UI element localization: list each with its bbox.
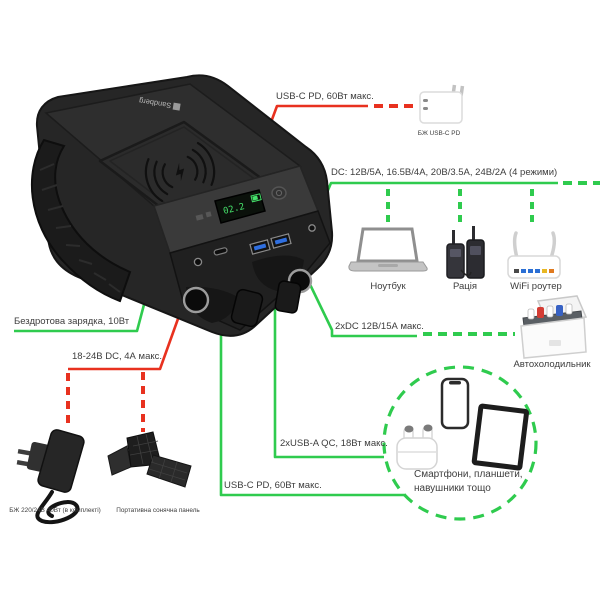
usb-c-port	[213, 247, 228, 256]
power-bank-illustration: Sandberg 02.2	[30, 74, 334, 337]
label-dc-modes: DC: 12В/5А, 16.5В/4А, 20В/3.5А, 24В/2А (…	[331, 167, 558, 178]
label-dc-output: 2xDC 12В/15А макс.	[335, 321, 424, 332]
label-laptop: Ноутбук	[370, 281, 406, 292]
earbuds-icon	[396, 424, 438, 470]
dc-input-port	[193, 257, 203, 267]
mobile-devices-circle	[382, 365, 538, 521]
tablet-icon	[471, 403, 530, 471]
solar-panel-icon	[107, 431, 192, 488]
label-ac-psu: БЖ 220/24В 40Вт (в комплекті)	[9, 507, 101, 514]
dc-barrel-socket-left	[182, 286, 210, 314]
laptop-icon	[348, 227, 428, 272]
label-router: WiFi роутер	[510, 281, 562, 292]
dc-4mode-port	[308, 224, 316, 232]
port-caps	[230, 280, 302, 328]
carry-handle	[30, 138, 132, 303]
smartphone-icon	[440, 377, 470, 430]
label-usbc-psu: БЖ USB-C PD	[417, 130, 461, 137]
label-wireless-charging: Бездротова зарядка, 10Вт	[14, 316, 130, 327]
label-solar-panel: Портативна сонячна панель	[116, 507, 200, 514]
label-mobile-line2: навушники тощо	[414, 483, 491, 494]
label-usba-output: 2xUSB-A QC, 18Вт макс.	[280, 438, 388, 449]
wireless-charging-icon	[144, 141, 216, 203]
usb-a-ports	[249, 233, 292, 255]
ac-adapter-icon	[16, 429, 85, 525]
label-cooler: Автохолодильник	[513, 359, 591, 370]
label-radio: Рація	[452, 281, 477, 292]
label-mobile-line1: Смартфони, планшети,	[414, 469, 523, 480]
panel-icons	[195, 211, 212, 221]
usbc-psu-illustration	[419, 84, 465, 124]
label-usbc-output: USB-C PD, 60Вт макс.	[224, 480, 322, 491]
label-dc-input: 18-24В DC, 4А макс.	[72, 351, 162, 362]
battery-display: 02.2	[214, 189, 266, 224]
power-button	[271, 186, 287, 200]
car-cooler-icon	[520, 295, 588, 359]
wifi-router-icon	[507, 231, 561, 279]
label-usbc-input: USB-C PD, 60Вт макс.	[276, 91, 374, 102]
radio-icon	[446, 226, 485, 279]
label-mobile-devices: Смартфони, планшети, навушники тощо	[414, 468, 523, 496]
